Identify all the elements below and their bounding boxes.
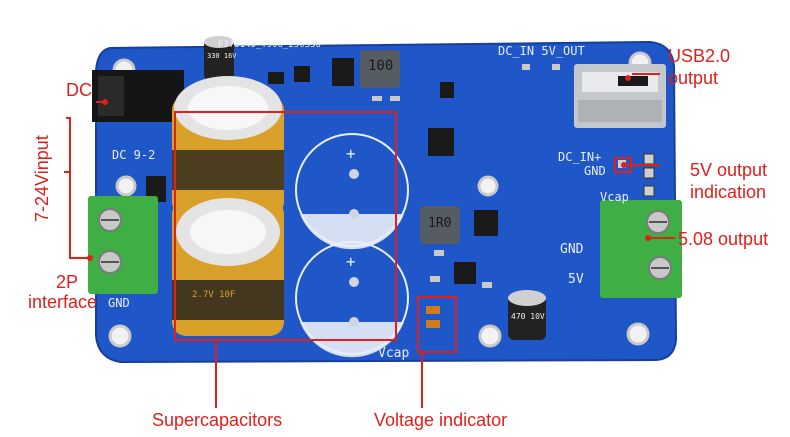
gnd-right-text: GND (584, 164, 606, 178)
voltage-indicator-highlight-box (417, 296, 457, 353)
voltage-indicator-label: Voltage indicator (374, 410, 508, 430)
output-electrolytic-cap (508, 290, 546, 340)
ic-chip (454, 262, 476, 284)
supercapacitor-highlight-box (174, 111, 397, 341)
ic-chip (294, 66, 310, 82)
indicator-label-line2: indication (690, 182, 767, 202)
ic-chip (474, 210, 498, 236)
mount-hole (478, 324, 502, 348)
supercapacitors-label: Supercapacitors (152, 410, 283, 430)
small-cap2-text: 470 10V (511, 312, 545, 321)
plus-top-text: + (346, 144, 356, 163)
ic-chip (146, 176, 166, 202)
inductor-text: 100 (368, 58, 394, 74)
mount-hole (477, 175, 499, 197)
inductor (360, 50, 400, 88)
ic-chip (428, 128, 454, 156)
inductor2-text: 1R0 (428, 216, 452, 231)
dc-in-plus-text: DC_IN+ (558, 150, 602, 164)
usb-label-line2: output (668, 68, 719, 88)
ic-chip (268, 72, 284, 84)
input-bracket-line (66, 117, 71, 172)
annotations (64, 73, 675, 408)
supercapacitor-top (172, 76, 284, 216)
board-id-text: F373143_Y906_250330 (218, 40, 321, 50)
ic-chip (332, 58, 354, 86)
io-header-text: DC_IN 5V_OUT (498, 44, 585, 58)
voltage-indicator-leds (426, 306, 440, 328)
small-cap-text: 330 16V (207, 52, 237, 60)
plus-bottom-text: + (346, 252, 356, 271)
gnd-left-text: GND (108, 296, 130, 310)
indicator-label-line1: 5V output (690, 160, 768, 180)
vcap-right-text: Vcap (600, 190, 629, 204)
usb-port (574, 64, 666, 128)
inductor (420, 206, 460, 244)
input-bracket-line (64, 171, 90, 259)
interface-label-line2: interface (28, 292, 98, 312)
mount-hole (626, 322, 650, 346)
input-terminal-block (88, 196, 158, 294)
ic-chip (440, 82, 454, 98)
terminal-output-label: 5.08 output (678, 229, 769, 249)
output-terminal-block (600, 200, 682, 298)
dc-label: DC (66, 80, 92, 100)
interface-label-line1: 2P (56, 272, 79, 292)
five-v-text: 5V (568, 272, 584, 287)
gnd-terminal-text: GND (560, 242, 584, 257)
supercapacitor-bottom (172, 198, 284, 336)
mount-hole (115, 175, 137, 197)
dc-barrel-jack (92, 70, 184, 122)
mount-hole (108, 324, 132, 348)
input-range-label: 7-24Vinput (32, 135, 52, 222)
usb-label-line1: USB2.0 (668, 46, 731, 66)
small-electrolytic-cap (204, 36, 234, 80)
vcap-bottom-text: Vcap (378, 346, 410, 361)
supercap-text: 2.7V 10F (192, 290, 236, 300)
dc-range-text: DC 9-2 (112, 148, 156, 162)
